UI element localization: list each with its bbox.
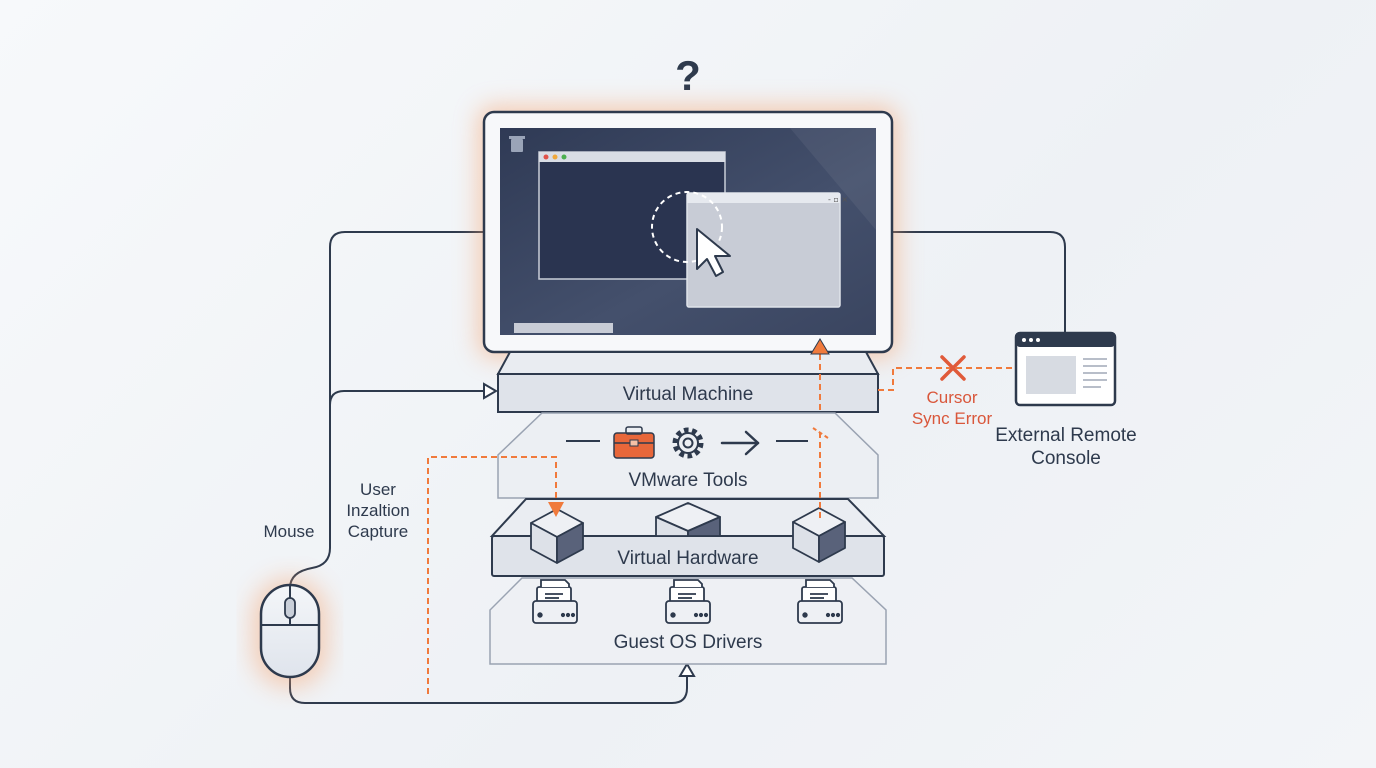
cursor-target-circle [651,191,723,263]
gear-icon [672,427,704,459]
user-capture-label-line2: Inzaltion [346,501,409,520]
external-console-label: External Remote Console [995,425,1137,469]
cube-icon-left [530,508,584,564]
printer-icon-left [532,579,578,624]
guest-window-front: - ▫ × [686,192,848,308]
user-capture-label-line1: User [360,480,396,499]
error-flow-line [878,367,1015,391]
layer-guest-os-drivers: Guest OS Drivers [489,577,887,665]
mouse-icon [252,578,328,688]
browser-window-icon [1014,331,1117,407]
cursor-sync-error-line1: Cursor [926,388,977,407]
drivers-input-arrowhead [678,662,696,677]
connection-lines [289,231,1066,704]
layer-vmware-tools: VMware Tools [497,412,879,499]
vm-input-arrowhead [483,382,498,400]
monitor-to-console-line [892,231,1066,333]
layer-label-vmware-tools: VMware Tools [629,470,748,491]
arrow-right-icon [720,430,760,456]
external-console-line1: External Remote [995,425,1137,446]
layer-virtual-hardware: Virtual Hardware [489,498,887,577]
capture-arrowhead [548,502,564,517]
monitor: - ▫ × [478,106,898,358]
printer-icon-right [797,579,843,624]
layer-label-virtual-machine: Virtual Machine [623,384,754,405]
monitor-to-mouse-line [289,231,484,589]
vm-input-line [329,390,486,406]
layer-virtual-machine: Virtual Machine [496,351,880,413]
question-icon: ? [675,52,701,99]
mouse-to-drivers-line [289,676,688,704]
capture-flow-line [427,456,557,694]
printer-icon-middle [665,579,711,624]
mouse-label: Mouse [263,522,314,541]
trash-icon [509,136,525,152]
cursor-icon [696,228,731,277]
break-mark [812,427,829,439]
taskbar-item [514,323,613,333]
layer-label-guest-os-drivers: Guest OS Drivers [614,632,763,653]
cursor-sync-error-line2: Sync Error [912,409,993,428]
toolbox-icon [613,426,655,459]
external-console-line2: Console [1031,448,1101,469]
user-capture-label: User Inzaltion Capture [346,480,409,541]
screen-sheen [790,128,876,230]
cube-icon-middle [655,502,721,537]
cube-icon-right [792,507,846,563]
user-capture-label-line3: Capture [348,522,408,541]
orange-flows [427,354,1015,694]
error-x-icon [940,355,966,381]
sync-arrowhead [810,338,830,355]
svg-text:- ▫ ×: - ▫ × [828,195,848,204]
layer-label-virtual-hardware: Virtual Hardware [617,548,758,569]
cursor-sync-error-label: Cursor Sync Error [912,388,993,428]
